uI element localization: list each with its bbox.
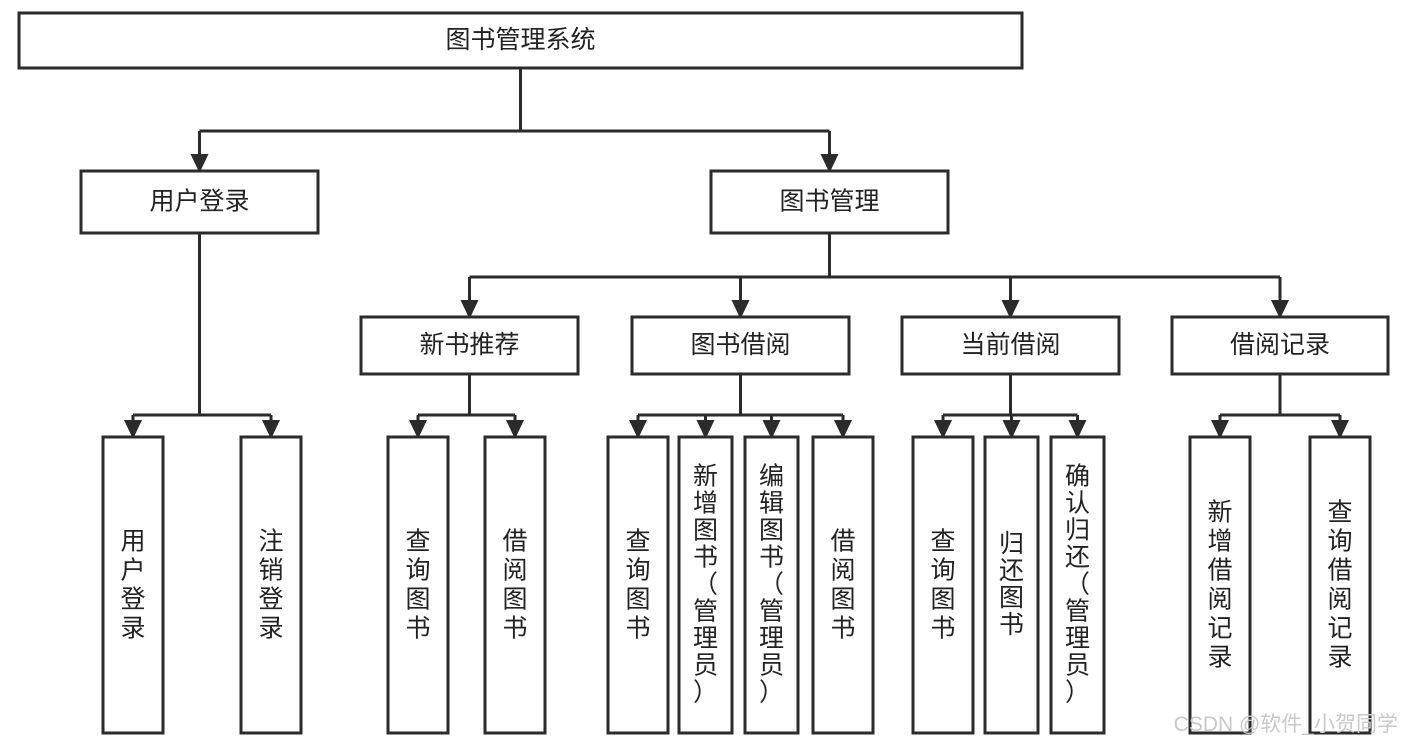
node-box-leaf-return-book [983, 435, 1040, 735]
node-box-leaf-borrow-book-nb [483, 435, 547, 735]
node-label-leaf-query-book-bb: 查询图书 [625, 528, 650, 643]
node-box-book-management [709, 169, 950, 235]
node-label-leaf-query-book-nb: 查询图书 [405, 528, 430, 643]
node-label-leaf-edit-book: 编辑图书（管理员） [759, 463, 784, 707]
node-label-book-management: 图书管理 [779, 188, 879, 216]
node-label-leaf-add-book: 新增图书（管理员） [693, 463, 718, 707]
node-label-book-borrow: 图书借阅 [690, 331, 790, 359]
node-label-borrow-record: 借阅记录 [1230, 331, 1330, 359]
arrow-head-leaf-query-book-cb [934, 420, 952, 439]
node-leaf-user-login[interactable]: 用户登录 [101, 435, 165, 735]
node-box-borrow-record [1170, 315, 1390, 376]
arrow-head-leaf-user-login [124, 420, 142, 439]
arrow-head-leaf-confirm-return [1068, 420, 1087, 439]
node-box-leaf-confirm-return [1049, 435, 1106, 735]
node-label-current-borrow: 当前借阅 [960, 331, 1060, 359]
connector-layer [124, 68, 1349, 439]
node-borrow-record[interactable]: 借阅记录 [1170, 315, 1390, 376]
arrow-head-new-book-recommend [460, 300, 479, 319]
node-leaf-borrow-book-bb[interactable]: 借阅图书 [811, 435, 875, 735]
node-label-leaf-return-book: 归还图书 [999, 530, 1024, 639]
node-new-book-recommend[interactable]: 新书推荐 [359, 315, 580, 376]
node-root[interactable]: 图书管理系统 [17, 11, 1024, 70]
node-leaf-add-book[interactable]: 新增图书（管理员） [677, 435, 734, 735]
node-user-login[interactable]: 用户登录 [79, 169, 320, 235]
node-label-leaf-borrow-book-bb: 借阅图书 [830, 528, 855, 643]
arrow-head-leaf-add-record [1211, 420, 1229, 439]
arrow-head-leaf-query-book-nb [409, 420, 427, 439]
arrow-head-leaf-add-book [696, 420, 715, 439]
node-leaf-add-record[interactable]: 新增借阅记录 [1188, 435, 1252, 735]
arrow-head-current-borrow [1001, 300, 1020, 319]
node-leaf-edit-book[interactable]: 编辑图书（管理员） [743, 435, 800, 735]
node-box-leaf-borrow-book-bb [811, 435, 875, 735]
node-label-leaf-borrow-book-nb: 借阅图书 [502, 528, 527, 643]
arrow-head-leaf-borrow-book-nb [506, 420, 524, 439]
node-leaf-query-book-cb[interactable]: 查询图书 [911, 435, 975, 735]
watermark-label: CSDN @软件_小贺同学 [1174, 713, 1398, 736]
node-book-borrow[interactable]: 图书借阅 [630, 315, 851, 376]
node-leaf-return-book[interactable]: 归还图书 [983, 435, 1040, 735]
node-box-leaf-query-book-nb [386, 435, 450, 735]
node-label-leaf-user-login: 用户登录 [120, 528, 145, 643]
node-leaf-borrow-book-nb[interactable]: 借阅图书 [483, 435, 547, 735]
node-leaf-logout[interactable]: 注销登录 [239, 435, 303, 735]
node-current-borrow[interactable]: 当前借阅 [900, 315, 1121, 376]
node-leaf-query-book-nb[interactable]: 查询图书 [386, 435, 450, 735]
node-layer: 图书管理系统用户登录图书管理新书推荐图书借阅当前借阅借阅记录用户登录注销登录查询… [17, 11, 1390, 735]
node-label-root: 图书管理系统 [445, 26, 595, 54]
node-box-leaf-query-book-cb [911, 435, 975, 735]
arrow-head-leaf-logout [262, 420, 280, 439]
node-book-management[interactable]: 图书管理 [709, 169, 950, 235]
node-box-leaf-edit-book [743, 435, 800, 735]
node-box-user-login [79, 169, 320, 235]
node-box-leaf-add-record [1188, 435, 1252, 735]
node-box-leaf-add-book [677, 435, 734, 735]
node-leaf-confirm-return[interactable]: 确认归还（管理员） [1049, 435, 1106, 735]
arrow-head-leaf-query-book-bb [629, 420, 647, 439]
node-box-book-borrow [630, 315, 851, 376]
node-label-new-book-recommend: 新书推荐 [419, 331, 519, 359]
arrow-head-book-management [820, 154, 839, 173]
node-label-user-login: 用户登录 [149, 188, 249, 216]
arrow-head-leaf-edit-book [762, 420, 781, 439]
node-box-leaf-query-record [1308, 435, 1372, 735]
node-label-leaf-logout: 注销登录 [258, 528, 283, 643]
node-label-leaf-query-book-cb: 查询图书 [930, 528, 955, 643]
node-box-current-borrow [900, 315, 1121, 376]
arrow-head-book-borrow [731, 300, 750, 319]
node-label-leaf-query-record: 查询借阅记录 [1327, 499, 1352, 672]
node-box-root [17, 11, 1024, 70]
node-leaf-query-record[interactable]: 查询借阅记录 [1308, 435, 1372, 735]
node-box-new-book-recommend [359, 315, 580, 376]
arrow-head-leaf-return-book [1002, 420, 1021, 439]
node-box-leaf-query-book-bb [606, 435, 670, 735]
arrow-head-leaf-query-record [1331, 420, 1349, 439]
node-label-leaf-add-record: 新增借阅记录 [1207, 499, 1232, 672]
arrow-head-user-login [190, 154, 209, 173]
arrow-head-borrow-record [1271, 300, 1289, 319]
node-leaf-query-book-bb[interactable]: 查询图书 [606, 435, 670, 735]
node-box-leaf-logout [239, 435, 303, 735]
arrow-head-leaf-borrow-book-bb [834, 420, 852, 439]
node-label-leaf-confirm-return: 确认归还（管理员） [1065, 463, 1090, 707]
node-box-leaf-user-login [101, 435, 165, 735]
